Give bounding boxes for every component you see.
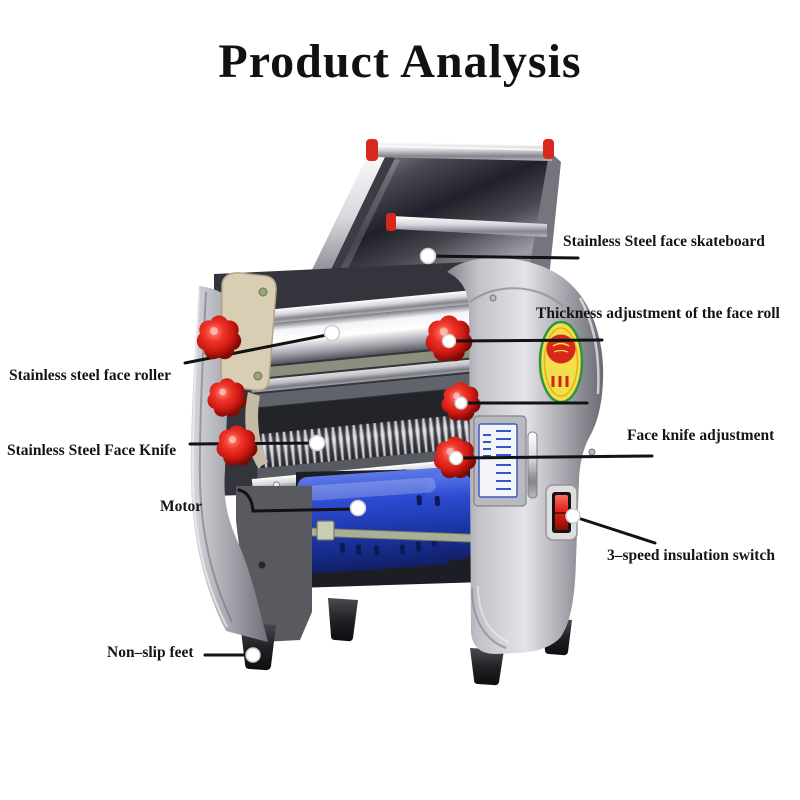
callout-dots [245,247,581,663]
motor-dot [349,499,367,517]
callout-lines-right [447,338,657,545]
left-side-panel [190,286,268,642]
thickness-pointer-line [447,338,604,343]
callout-label-knife-adjustment: Face knife adjustment [627,427,775,444]
knife-adjustment-pointer-line [454,454,654,460]
tray-mid-roller [392,216,547,237]
face-roller [245,304,478,367]
brand-logo [538,320,584,404]
callout-label-speed-switch: 3–speed insulation switch [607,547,775,564]
foot-rear-right [470,648,504,686]
skateboard-pointer-line [426,254,580,260]
foot-rear-left [328,598,358,642]
speed-switch [545,484,578,541]
callout-label-knife: Stainless Steel Face Knife [7,442,177,459]
callout-label-thickness: Thickness adjustment of the face roll [536,305,780,322]
tray-bar-red-cap-right [543,139,554,159]
knife-dot [308,434,326,452]
tray-bar-red-cap-left [366,139,378,161]
knife-adjustment-dot [448,450,464,466]
callout-label-feet: Non–slip feet [107,644,194,661]
switch-dot [565,508,581,524]
roller-dot [323,324,341,342]
callout-label-roller: Stainless steel face roller [9,367,171,384]
motor-pointer-line [237,488,360,513]
thickness-dot [441,333,457,349]
callout-label-motor: Motor [160,498,203,515]
motor [297,467,478,574]
spec-sticker [473,415,538,507]
page-title: Product Analysis [218,35,582,88]
thickness-dot-2 [454,396,468,410]
feet-dot [245,647,261,663]
skateboard-dot [419,247,437,265]
callout-label-skateboard: Stainless Steel face skateboard [563,233,765,250]
switch-pointer-line [576,516,657,545]
